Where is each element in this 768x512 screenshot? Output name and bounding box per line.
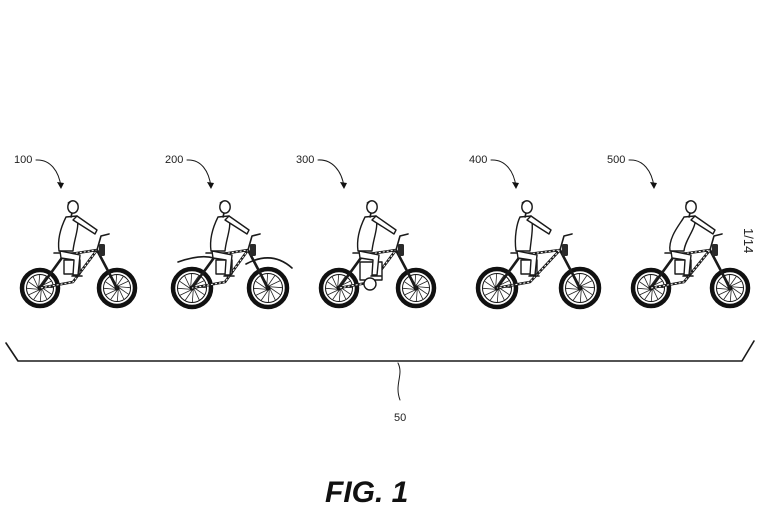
reference-leader-arrow [317, 159, 345, 188]
headlight [250, 244, 256, 256]
front-wheel [96, 267, 138, 309]
vehicle-300: 300 [296, 154, 437, 309]
arrowhead [512, 182, 519, 189]
arrowhead [207, 182, 214, 189]
rider [209, 200, 250, 277]
rear-fender [177, 255, 215, 263]
group-bracket [5, 340, 755, 362]
vehicle-200: 200 [165, 154, 293, 310]
rear-wheel [170, 266, 214, 310]
rider [57, 200, 98, 277]
group-reference-label: 50 [394, 412, 406, 424]
sheet-number: 1/14 [741, 228, 756, 253]
vehicle-400: 400 [469, 154, 602, 310]
rider [669, 200, 716, 277]
headlight [398, 244, 404, 256]
headlight [99, 244, 105, 256]
vehicle-reference-label: 100 [14, 154, 32, 166]
arrowhead [340, 182, 347, 189]
vehicle-reference-label: 400 [469, 154, 487, 166]
vehicle-500: 500 [607, 154, 751, 309]
rider [514, 200, 552, 277]
reference-leader-arrow [628, 159, 655, 188]
vehicle-100: 100 [14, 154, 138, 309]
arrowhead [57, 182, 64, 189]
figure-title: FIG. 1 [325, 476, 408, 509]
vehicle-group: 100 200 300 400 500 [14, 154, 751, 310]
group-leader-line [397, 362, 401, 401]
headlight [712, 244, 718, 256]
rider [356, 200, 397, 277]
headlight [562, 244, 568, 256]
vehicle-reference-label: 500 [607, 154, 625, 166]
reference-leader-arrow [490, 159, 517, 188]
vehicle-reference-label: 200 [165, 154, 183, 166]
front-fender [245, 257, 293, 269]
reference-leader-arrow [186, 159, 212, 188]
arrowhead [650, 182, 657, 189]
reference-leader-arrow [35, 159, 62, 188]
front-wheel [558, 266, 602, 310]
rear-wheel [630, 267, 672, 309]
frame [495, 248, 582, 290]
vehicle-reference-label: 300 [296, 154, 314, 166]
